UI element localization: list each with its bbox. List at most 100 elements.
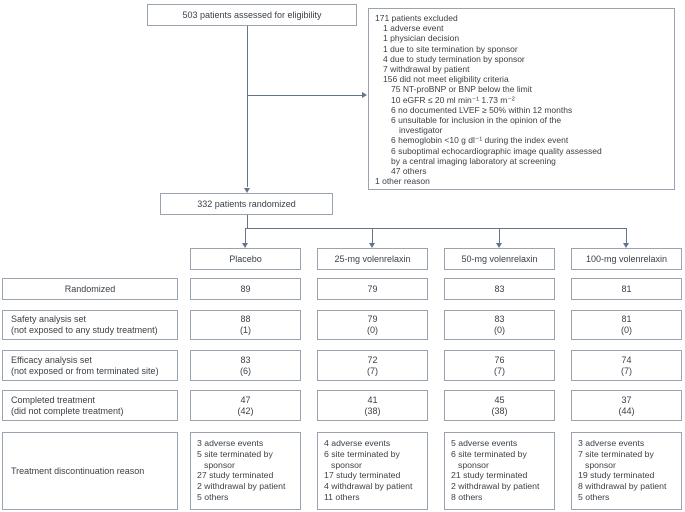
excluded-line: 1 other reason	[375, 176, 430, 187]
row-label-text: Efficacy analysis set	[11, 354, 92, 365]
column-header-placebo: Placebo	[190, 248, 301, 270]
reason-line: 21 study terminated	[451, 470, 528, 481]
excluded-line: 4 due to study termination by sponsor	[383, 53, 525, 64]
value-cell: 47 (42)	[190, 390, 301, 421]
excluded-line: 6 unsuitable for inclusion in the opinio…	[391, 115, 562, 126]
reason-line: 7 site terminated by sponsor	[578, 448, 654, 470]
cell-value: 47	[240, 394, 251, 405]
excluded-line: 6 no documented LVEF ≥ 50% within 12 mon…	[391, 104, 573, 115]
value-cell: 79 (0)	[317, 310, 428, 340]
cell-note: (1)	[240, 325, 251, 335]
connector-drop-100mg	[626, 228, 627, 243]
column-label: 25-mg volenrelaxin	[334, 253, 411, 264]
value-cell: 45 (38)	[444, 390, 555, 421]
eligibility-text: 503 patients assessed for eligibility	[182, 9, 322, 20]
cell-note: (7)	[621, 365, 632, 376]
excluded-line: 6 suboptimal echocardiographic image qua…	[391, 145, 602, 156]
reason-line: 5 others	[578, 491, 610, 502]
excluded-line: 1 adverse event	[383, 23, 444, 34]
row-label-text: Randomized	[64, 283, 116, 294]
value-cell: 74 (7)	[571, 350, 682, 381]
row-label-text: Safety analysis set	[11, 314, 87, 324]
cell-value: 89	[240, 283, 251, 294]
reason-line: 4 withdrawal by patient	[324, 481, 413, 492]
arrow-down-icon	[369, 243, 375, 248]
value-cell: 79	[317, 278, 428, 300]
cell-value: 79	[367, 283, 378, 294]
connector-branch-bar	[245, 228, 627, 229]
row-label-safety: Safety analysis set (not exposed to any …	[2, 310, 178, 340]
discontinuation-cell-50mg: 5 adverse events 6 site terminated by sp…	[444, 432, 555, 510]
reason-line: 8 others	[451, 491, 483, 502]
value-cell: 72 (7)	[317, 350, 428, 381]
reason-line: 11 others	[324, 491, 360, 502]
reason-line: 2 withdrawal by patient	[451, 481, 540, 492]
value-cell: 76 (7)	[444, 350, 555, 381]
cell-note: (7)	[494, 365, 505, 376]
cell-note: (42)	[237, 405, 254, 416]
excluded-line: 1 physician decision	[383, 33, 460, 44]
cell-value: 83	[494, 283, 505, 294]
arrow-down-icon	[242, 243, 248, 248]
cell-value: 88	[240, 314, 251, 324]
cell-note: (38)	[364, 405, 381, 416]
excluded-line: 1 due to site termination by sponsor	[383, 43, 518, 54]
discontinuation-cell-25mg: 4 adverse events 6 site terminated by sp…	[317, 432, 428, 510]
row-sublabel-text: (did not complete treatment)	[11, 405, 124, 416]
connector-drop-50mg	[499, 228, 500, 243]
row-sublabel-text: (not exposed or from terminated site)	[11, 365, 159, 376]
connector-drop-placebo	[245, 228, 246, 243]
row-label-efficacy: Efficacy analysis set (not exposed or fr…	[2, 350, 178, 381]
row-label-discontinuation: Treatment discontinuation reason	[2, 432, 178, 510]
value-cell: 88 (1)	[190, 310, 301, 340]
reason-line: 19 study terminated	[578, 470, 655, 481]
value-cell: 37 (44)	[571, 390, 682, 421]
excluded-line: by a central imaging laboratory at scree…	[391, 155, 556, 166]
reason-line: 3 adverse events	[578, 438, 645, 448]
reason-line: 6 site terminated by sponsor	[324, 448, 400, 470]
excluded-box: 171 patients excluded 1 adverse event 1 …	[368, 8, 675, 190]
reason-line: 8 withdrawal by patient	[578, 481, 667, 492]
cell-note: (7)	[367, 365, 378, 376]
cell-value: 76	[494, 354, 505, 365]
excluded-line: 156 did not meet eligibility criteria	[383, 74, 509, 85]
cell-note: (0)	[494, 325, 505, 335]
discontinuation-cell-placebo: 3 adverse events 5 site terminated by sp…	[190, 432, 301, 510]
reason-line: 4 adverse events	[324, 438, 391, 448]
cell-value: 81	[621, 314, 632, 324]
value-cell: 83 (0)	[444, 310, 555, 340]
discontinuation-cell-100mg: 3 adverse events 7 site terminated by sp…	[571, 432, 682, 510]
eligibility-box: 503 patients assessed for eligibility	[147, 4, 357, 26]
row-sublabel-text: (not exposed to any study treatment)	[11, 325, 158, 335]
cell-value: 72	[367, 354, 378, 365]
cell-value: 79	[367, 314, 378, 324]
connector-drop-25mg	[372, 228, 373, 243]
excluded-line: 6 hemoglobin <10 g dl⁻¹ during the index…	[391, 135, 569, 146]
cell-note: (6)	[240, 365, 251, 376]
cell-value: 74	[621, 354, 632, 365]
cell-value: 41	[367, 394, 378, 405]
value-cell: 83	[444, 278, 555, 300]
cell-note: (0)	[367, 325, 378, 335]
row-label-completed: Completed treatment (did not complete tr…	[2, 390, 178, 421]
reason-line: 2 withdrawal by patient	[197, 481, 286, 492]
arrow-right-icon	[362, 92, 367, 98]
randomized-text: 332 patients randomized	[197, 198, 296, 209]
row-label-text: Completed treatment	[11, 394, 96, 405]
column-label: 100-mg volenrelaxin	[585, 253, 668, 264]
arrow-down-icon	[244, 188, 250, 193]
excluded-line: 47 others	[391, 166, 427, 177]
column-label: 50-mg volenrelaxin	[461, 253, 538, 264]
cell-value: 37	[621, 394, 632, 405]
randomized-box: 332 patients randomized	[160, 193, 333, 215]
connector-to-excluded	[247, 95, 362, 96]
column-label: Placebo	[229, 253, 262, 264]
arrow-down-icon	[623, 243, 629, 248]
reason-line: 5 site terminated by sponsor	[197, 448, 273, 470]
excluded-line: 171 patients excluded	[375, 13, 458, 23]
reason-line: 5 others	[197, 491, 229, 502]
reason-line: 17 study terminated	[324, 470, 401, 481]
excluded-line: 75 NT-proBNP or BNP below the limit	[391, 84, 532, 95]
value-cell: 83 (6)	[190, 350, 301, 381]
